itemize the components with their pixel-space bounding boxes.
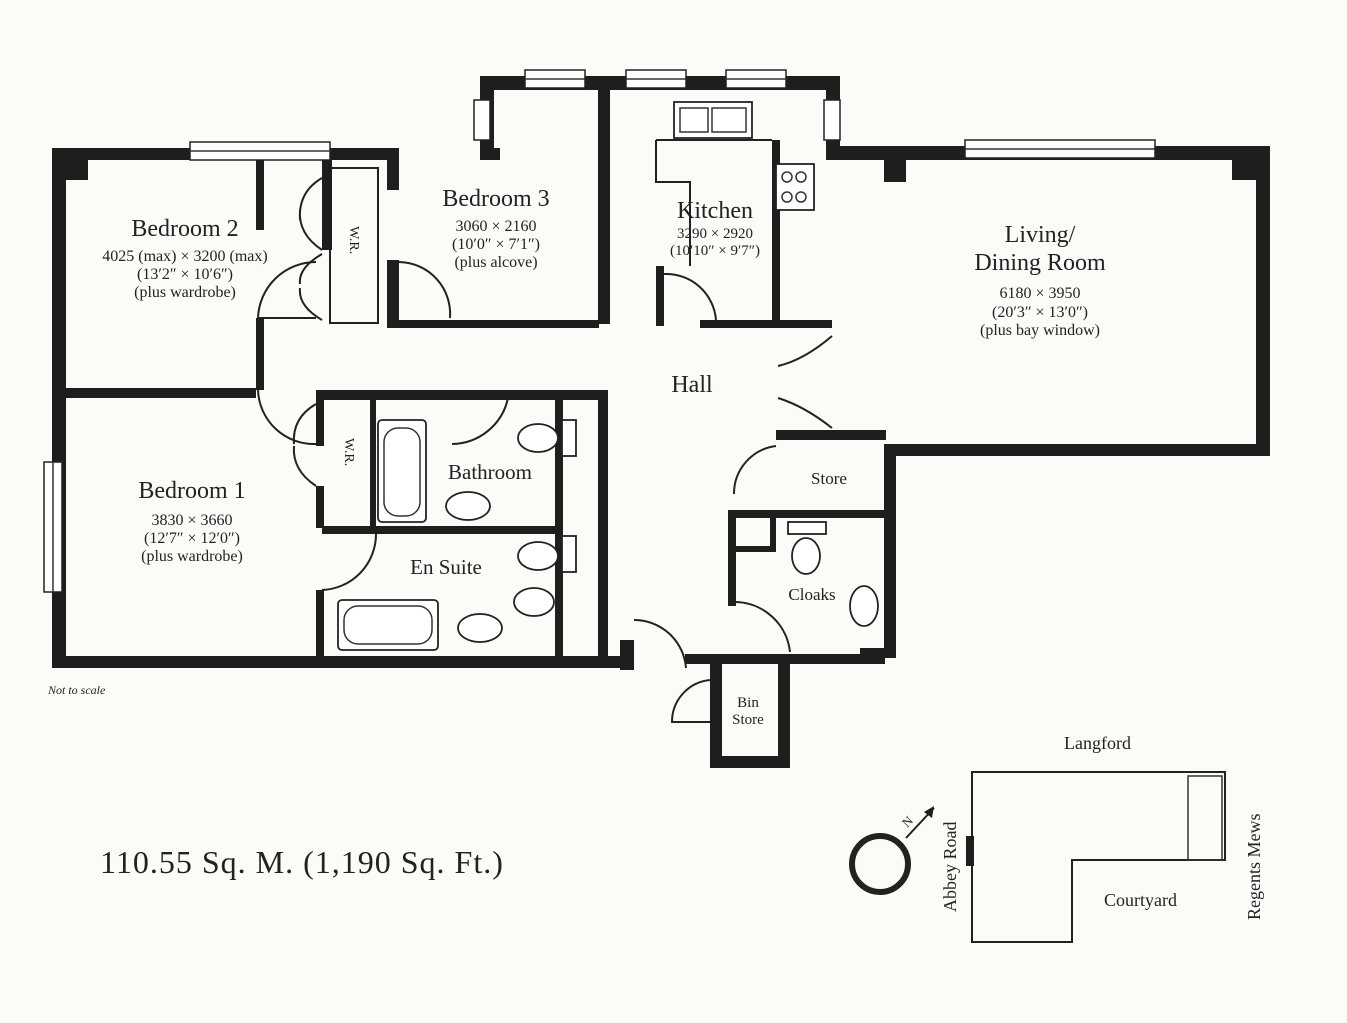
bin-store-line1: Bin	[737, 695, 759, 711]
bedroom3-name: Bedroom 3	[442, 186, 550, 212]
kitchen-imperial: (10′10″ × 9′7″)	[669, 242, 761, 259]
living-name-line1: Living/	[1004, 222, 1076, 248]
kitchen-metric: 3290 × 2920	[677, 225, 753, 242]
cloaks-label: Cloaks	[788, 585, 836, 604]
bedroom1-imperial: (12′7″ × 12′0″)	[143, 529, 241, 547]
bedroom3-imperial: (10′0″ × 7′1″)	[451, 235, 541, 253]
bedroom2-name: Bedroom 2	[131, 216, 239, 242]
site-regents-mews-label: Regents Mews	[1244, 813, 1264, 921]
bedroom1-label: Bedroom 1 3830 × 3660 (12′7″ × 12′0″) (p…	[138, 478, 245, 567]
site-abbey-road-label: Abbey Road	[940, 821, 960, 912]
not-to-scale-note: Not to scale	[48, 683, 106, 697]
ensuite-label: En Suite	[410, 555, 482, 579]
bedroom2-metric: 4025 (max) × 3200 (max)	[102, 247, 268, 265]
wr-lower-label: W.R.	[341, 438, 356, 467]
bathroom-label: Bathroom	[448, 460, 532, 484]
site-courtyard-label: Courtyard	[1104, 890, 1177, 910]
bin-store-line2: Store	[732, 712, 764, 729]
hall-label: Hall	[671, 372, 713, 398]
bedroom1-extra: (plus wardrobe)	[141, 548, 243, 566]
bedroom2-imperial: (13′2″ × 10′6″)	[136, 265, 233, 283]
bedroom2-label: Bedroom 2 4025 (max) × 3200 (max) (13′2″…	[102, 216, 267, 303]
fixtures	[337, 101, 879, 651]
site-plan	[849, 771, 1226, 943]
windows	[43, 69, 1156, 593]
exterior-walls	[52, 76, 1270, 768]
site-langford-label: Langford	[1064, 733, 1131, 753]
bedroom3-extra: (plus alcove)	[454, 254, 538, 272]
wr-upper-label: W.R.	[346, 226, 361, 255]
bedroom1-name: Bedroom 1	[138, 478, 246, 504]
living-imperial: (20′3″ × 13′0″)	[991, 303, 1088, 321]
living-name-line2: Dining Room	[974, 249, 1106, 276]
bedroom3-label: Bedroom 3 3060 × 2160 (10′0″ × 7′1″) (pl…	[442, 186, 549, 273]
door-swings	[257, 177, 833, 723]
floor-area-total: 110.55 Sq. M. (1,190 Sq. Ft.)	[100, 844, 504, 880]
kitchen-name: Kitchen	[677, 198, 753, 224]
bin-store-label: Bin Store	[732, 695, 764, 730]
kitchen-label: Kitchen 3290 × 2920 (10′10″ × 9′7″)	[670, 198, 760, 260]
bedroom1-metric: 3830 × 3660	[151, 511, 233, 529]
store-label: Store	[811, 469, 847, 488]
interior-walls	[66, 90, 886, 660]
bedroom2-extra: (plus wardrobe)	[134, 284, 236, 302]
bedroom3-metric: 3060 × 2160	[455, 217, 537, 235]
living-label: Living/ Dining Room 6180 × 3950 (20′3″ ×…	[974, 222, 1105, 340]
living-extra: (plus bay window)	[980, 321, 1100, 339]
living-metric: 6180 × 3950	[999, 285, 1081, 303]
